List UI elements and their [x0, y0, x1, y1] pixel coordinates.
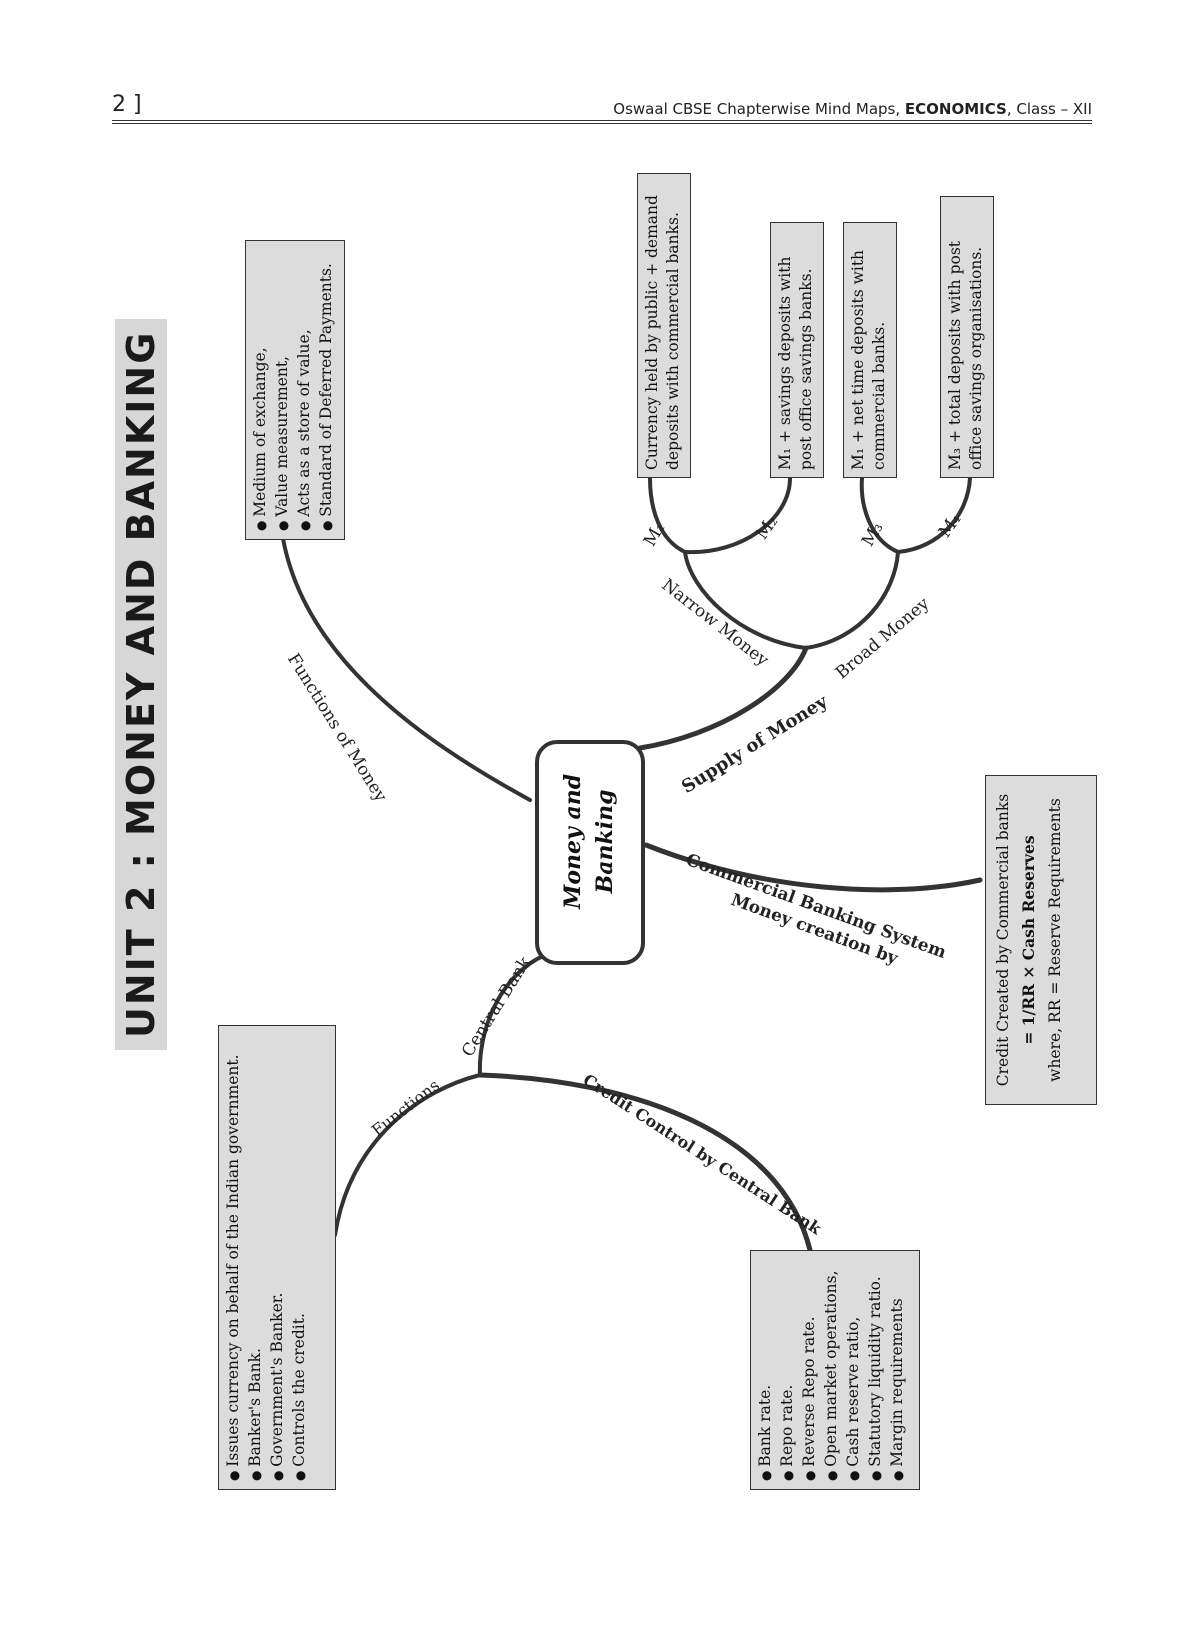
list-item: Medium of exchange,	[250, 249, 272, 531]
m1-def-line-1: Currency held by public + demand	[643, 195, 661, 470]
connector-functions-of-money	[278, 513, 532, 802]
list-item: Open market operations,	[821, 1259, 843, 1481]
connector-m4	[896, 476, 972, 554]
m4-def-line-1: M₃ + total deposits with post	[946, 240, 964, 470]
list-item: Bank rate.	[755, 1259, 777, 1481]
connector-supply-of-money	[637, 645, 809, 751]
class-text: , Class – XII	[1006, 100, 1092, 118]
credit-control-box: Bank rate. Repo rate. Reverse Repo rate.…	[750, 1250, 920, 1490]
list-item: Issues currency on behalf of the Indian …	[223, 1034, 245, 1481]
unit-title: UNIT 2 : MONEY AND BANKING	[115, 318, 167, 1050]
m3-definition-box: M₁ + net time deposits with commercial b…	[843, 222, 897, 478]
connector-credit-control	[477, 1072, 813, 1253]
running-header: Oswaal CBSE Chapterwise Mind Maps, ECONO…	[613, 100, 1092, 118]
center-line-2: Banking	[592, 789, 618, 894]
center-node-text: Money and Banking	[557, 774, 621, 909]
functions-of-money-list: Medium of exchange, Value measurement, A…	[246, 241, 342, 539]
credit-created-box: Credit Created by Commercial banks = 1/R…	[985, 775, 1097, 1105]
m4-def-line-2: office savings organisations.	[967, 246, 985, 470]
list-item: Banker's Bank.	[245, 1034, 267, 1481]
connector-narrow-money	[683, 550, 808, 650]
list-item: Government's Banker.	[267, 1034, 289, 1481]
list-item: Cash reserve ratio,	[843, 1259, 865, 1481]
subject-text: ECONOMICS	[904, 100, 1007, 118]
list-item: Repo rate.	[777, 1259, 799, 1481]
connector-money-creation	[643, 842, 983, 893]
m1-def-line-2: deposits with commercial banks.	[664, 212, 682, 470]
central-bank-functions-list: Issues currency on behalf of the Indian …	[219, 1026, 315, 1489]
center-node: Money and Banking	[535, 740, 645, 965]
list-item: Standard of Deferred Payments.	[316, 249, 338, 531]
list-item: Controls the credit.	[289, 1034, 311, 1481]
m2-definition-box: M₁ + savings deposits with post office s…	[770, 222, 824, 478]
list-item: Reverse Repo rate.	[799, 1259, 821, 1481]
connector-functions	[333, 1073, 482, 1237]
credit-control-list: Bank rate. Repo rate. Reverse Repo rate.…	[751, 1251, 913, 1489]
functions-of-money-box: Medium of exchange, Value measurement, A…	[245, 240, 345, 540]
list-item: Acts as a store of value,	[294, 249, 316, 531]
page-number: 2 ]	[112, 92, 142, 117]
m3-def-line-1: M₁ + net time deposits with	[849, 249, 867, 470]
list-item: Statutory liquidity ratio.	[865, 1259, 887, 1481]
connector-m1	[648, 476, 687, 554]
connector-m3	[859, 476, 900, 554]
list-item: Margin requirements	[887, 1259, 909, 1481]
credit-created-formula: = 1/RR × Cash Reserves	[1019, 835, 1038, 1045]
list-item: Value measurement,	[272, 249, 294, 531]
m4-definition-box: M₃ + total deposits with post office sav…	[940, 196, 994, 478]
central-bank-functions-box: Issues currency on behalf of the Indian …	[218, 1025, 336, 1490]
header-rule	[112, 120, 1092, 124]
m2-def-line-1: M₁ + savings deposits with	[776, 256, 794, 470]
connector-central-bank	[477, 953, 547, 1077]
connector-m2	[683, 476, 792, 555]
m1-definition-box: Currency held by public + demand deposit…	[637, 173, 691, 478]
credit-created-line-3: where, RR = Reserve Requirements	[1046, 798, 1064, 1082]
credit-created-line-1: Credit Created by Commercial banks	[994, 793, 1012, 1087]
m2-def-line-2: post office savings banks.	[797, 268, 815, 470]
center-line-1: Money and	[560, 773, 586, 909]
publisher-text: Oswaal CBSE Chapterwise Mind Maps,	[613, 100, 905, 118]
m3-def-line-2: commercial banks.	[870, 321, 888, 470]
connector-broad-money	[804, 550, 900, 650]
